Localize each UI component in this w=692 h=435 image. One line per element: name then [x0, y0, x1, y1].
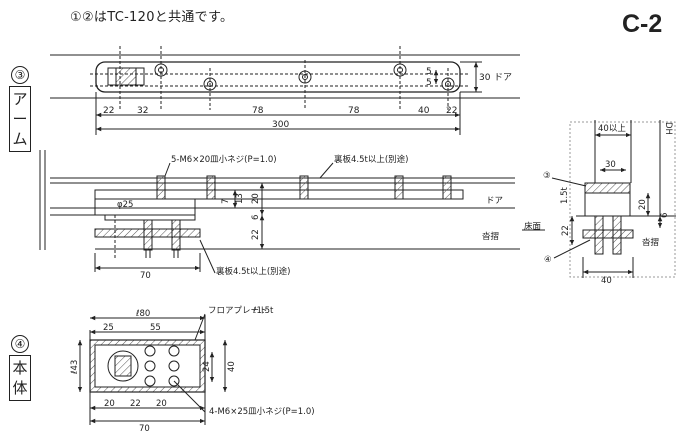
side-labels: 5-M6×20皿小ネジ(P=1.0) 裏板4.5t以上(別途) 裏板4.5t以上… [117, 154, 503, 281]
arm-hole-centerlines [90, 46, 470, 110]
body-screw-holes [144, 345, 180, 387]
arm-vdim: 5 [426, 78, 432, 88]
side-section-view [39, 150, 520, 274]
side-vdim: 20 [251, 193, 261, 204]
body-screw-label: 4-M6×25皿小ネジ(P=1.0) [209, 406, 315, 417]
body-plan-view [77, 313, 228, 425]
cross-vdim: 6 [660, 213, 670, 218]
side-vdim: 6 [251, 215, 261, 220]
body-right-dim: 40 [227, 361, 237, 372]
body-top-dim: 25 [103, 323, 114, 333]
side-door-label: ドア [486, 196, 503, 206]
body-label-char: 体 [12, 379, 28, 397]
arm-vdim: 5 [426, 67, 432, 77]
arm-holes [154, 63, 455, 91]
body-label-char: 本 [12, 359, 28, 377]
body-bottom-dim: 20 [104, 399, 115, 409]
arm-cross-section [584, 182, 631, 194]
cross-inner-width: 30 [605, 160, 616, 170]
cross-floor-label: 沓摺 [642, 237, 659, 248]
body-labels: フロアプレート ℓ1.5t 4-M6×25皿小ネジ(P=1.0) ℓ80 25 … [70, 306, 315, 434]
cross-floor-face: 床面 [524, 221, 542, 232]
body-bottom-dim: 22 [130, 399, 141, 409]
cross-vdim: 22 [561, 225, 571, 236]
arm-slot-hatch [115, 67, 137, 86]
door-label: ドア [494, 73, 512, 83]
body-label-box: 本 体 [9, 355, 31, 401]
arm-number: ③ [11, 66, 29, 84]
arm-dim: 32 [137, 106, 148, 116]
cross-section-view [522, 120, 676, 278]
arm-total-dim: 300 [272, 120, 289, 130]
body-plate-note: フロアプレート [208, 306, 268, 316]
body-number: ④ [11, 335, 29, 353]
side-backplate-top-label: 裏板4.5t以上(別途) [334, 154, 408, 165]
arm-label-box: ア ー ム [9, 86, 31, 152]
side-vdim: 7 [221, 199, 231, 204]
body-right-dim: 24 [202, 361, 212, 372]
cross-top-width: 40以上 [598, 124, 626, 134]
arm-label-char: ム [12, 130, 28, 148]
arm-plan-view [50, 46, 520, 135]
side-vdim: 22 [251, 229, 261, 240]
cross-mark-body: ④ [544, 255, 552, 265]
body-top-dim: ℓ80 [135, 309, 150, 319]
side-screw-label: 5-M6×20皿小ネジ(P=1.0) [171, 154, 277, 165]
top-backplate [104, 214, 196, 221]
arm-dim-labels: 22 32 78 78 40 22 300 30 5 5 ドア [103, 67, 512, 130]
arm-label-char: ア [12, 90, 28, 108]
side-width-dim: 70 [140, 271, 151, 281]
arm-dim: 78 [348, 106, 360, 116]
side-phi-label: φ25 [117, 200, 133, 210]
side-backplate-bottom-label: 裏板4.5t以上(別途) [216, 266, 290, 277]
arm-outline [95, 61, 461, 93]
cross-section-labels: 40以上 30 40 DH 1.5t 20 6 22 床面 沓摺 ③ ④ [524, 122, 673, 286]
arm-dim: 22 [103, 106, 114, 116]
cross-mark-arm: ③ [543, 171, 551, 181]
cross-vdim: 20 [638, 199, 648, 210]
arm-dim: 40 [418, 106, 430, 116]
common-parts-note: ①②はTC-120と共通です。 [70, 10, 234, 25]
body-top-dim: 55 [150, 323, 161, 333]
side-vdim: 13 [235, 193, 245, 204]
arm-vdim: 30 [479, 73, 491, 83]
arm-section-bar [94, 189, 464, 200]
cross-thickness: 1.5t [560, 186, 570, 204]
section-label-body: ④ 本 体 [9, 333, 31, 401]
body-bottom-dim: 20 [156, 399, 167, 409]
cross-bottom-width: 40 [601, 276, 612, 286]
door-cross-section [584, 192, 631, 217]
cross-dh-label: DH [663, 122, 673, 135]
side-screws [143, 175, 452, 258]
body-left-dim: ℓ43 [70, 360, 80, 375]
section-label-arm: ③ ア ー ム [9, 64, 31, 152]
arm-dim: 22 [446, 106, 457, 116]
arm-dim: 78 [252, 106, 264, 116]
arm-label-char: ー [12, 110, 28, 128]
page-code: C-2 [622, 10, 663, 38]
body-plate-thickness: ℓ1.5t [252, 306, 274, 316]
pivot-block [94, 198, 196, 216]
side-floor-label: 沓摺 [482, 231, 499, 242]
body-total-dim: 70 [139, 424, 150, 434]
